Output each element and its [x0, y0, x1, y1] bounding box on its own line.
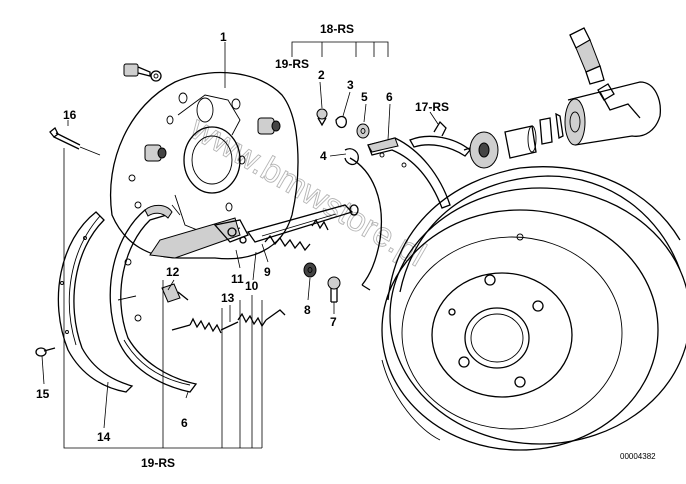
label-part-17-rs: 17-RS [415, 100, 449, 114]
clip-3 [335, 115, 347, 129]
label-part-19-rs-top: 19-RS [275, 57, 309, 71]
rivet-15 [35, 347, 56, 357]
label-part-12: 12 [166, 265, 180, 279]
brake-drum [381, 166, 686, 451]
shoe-strut [149, 217, 249, 259]
adjuster-strut [246, 204, 359, 252]
label-part-8: 8 [304, 303, 311, 317]
screw-2 [316, 108, 328, 127]
label-part-9: 9 [264, 265, 271, 279]
label-part-4: 4 [320, 149, 327, 163]
brake-shoe-left [109, 204, 198, 393]
bolt-7 [327, 276, 341, 303]
label-part-6-upper: 6 [386, 90, 393, 104]
label-part-13: 13 [221, 291, 235, 305]
mounting-bolt [123, 63, 162, 82]
brake-shoe-right [367, 137, 451, 209]
spring-plate-4 [344, 148, 382, 291]
washer-5 [356, 123, 370, 139]
wheel-cylinder [463, 27, 661, 169]
backing-plate [110, 71, 299, 260]
reference-number: 00004382 [620, 452, 656, 461]
label-part-19-rs-bottom: 19-RS [141, 456, 175, 470]
label-part-2: 2 [318, 68, 325, 82]
label-part-7: 7 [330, 315, 337, 329]
leader-lines [41, 42, 439, 429]
label-part-5: 5 [361, 90, 368, 104]
nut-8 [303, 262, 317, 278]
label-part-11: 11 [231, 272, 244, 286]
label-part-15: 15 [36, 387, 50, 401]
label-part-1: 1 [220, 30, 227, 44]
brake-lining-right [409, 120, 471, 157]
label-part-6-lower: 6 [181, 416, 188, 430]
adjuster-clip [161, 283, 189, 303]
brake-lining [57, 211, 134, 393]
label-part-14: 14 [97, 430, 111, 444]
label-part-16: 16 [63, 108, 77, 122]
label-part-3: 3 [347, 78, 354, 92]
bracket-18-rs [291, 41, 389, 57]
bolt-16 [49, 126, 101, 156]
label-part-10: 10 [245, 279, 259, 293]
return-spring-lower [171, 309, 286, 334]
bracket-19-rs [63, 148, 263, 449]
label-part-18-rs: 18-RS [320, 22, 354, 36]
